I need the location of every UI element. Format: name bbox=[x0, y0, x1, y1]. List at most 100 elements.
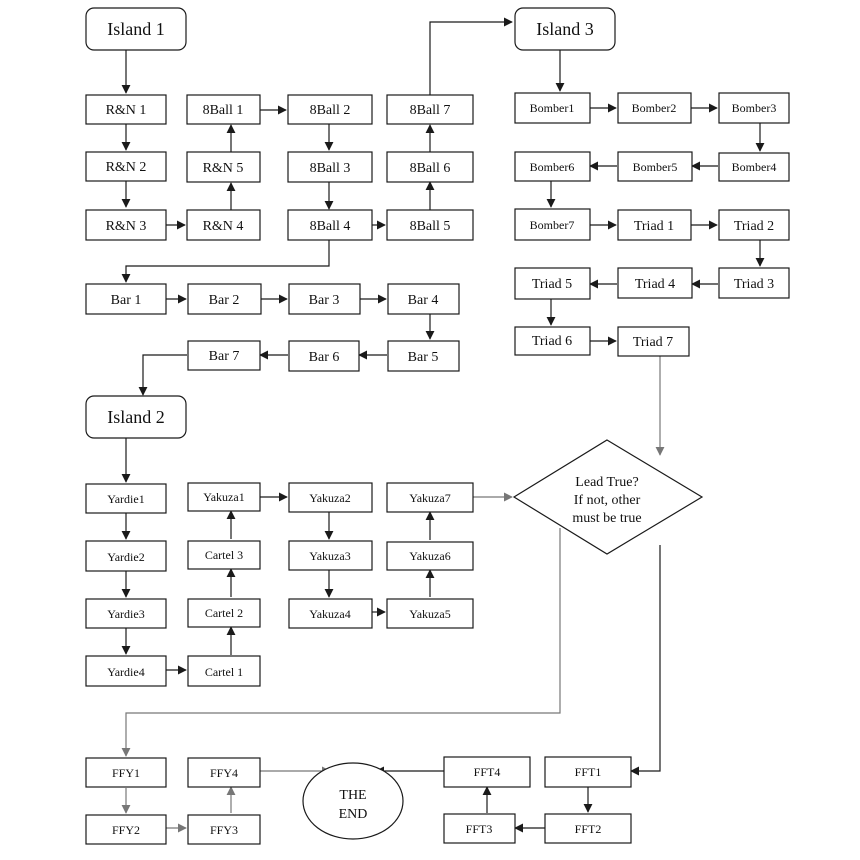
svg-text:THE: THE bbox=[339, 788, 366, 803]
decision-node: Lead True? If not, other must be true bbox=[512, 439, 704, 555]
cartel3-node: Cartel 3 bbox=[187, 540, 261, 570]
triad3-node: Triad 3 bbox=[718, 267, 790, 299]
cartel1-node: Cartel 1 bbox=[187, 655, 261, 687]
svg-text:Yardie1: Yardie1 bbox=[107, 492, 144, 506]
bar1-node: Bar 1 bbox=[85, 283, 167, 315]
svg-text:Bomber4: Bomber4 bbox=[732, 160, 777, 174]
svg-text:Yardie3: Yardie3 bbox=[107, 607, 144, 621]
edge-8ball7-island3 bbox=[429, 17, 513, 95]
rn1-node: R&N 1 bbox=[85, 94, 167, 125]
svg-text:Bar 5: Bar 5 bbox=[408, 350, 439, 365]
yakuza6-node: Yakuza6 bbox=[386, 541, 474, 571]
svg-text:must be true: must be true bbox=[572, 511, 641, 526]
svg-text:Yakuza2: Yakuza2 bbox=[309, 491, 350, 505]
island1-node: Island 1 bbox=[85, 7, 187, 51]
bomber1-node: Bomber1 bbox=[514, 92, 591, 124]
yardie4-node: Yardie4 bbox=[85, 655, 167, 687]
svg-text:Yakuza3: Yakuza3 bbox=[309, 549, 350, 563]
svg-text:Triad 1: Triad 1 bbox=[634, 219, 674, 234]
svg-text:Triad 7: Triad 7 bbox=[633, 335, 673, 350]
triad5-node: Triad 5 bbox=[514, 267, 591, 300]
svg-text:FFT3: FFT3 bbox=[466, 822, 493, 836]
fft2-node: FFT2 bbox=[544, 813, 632, 844]
rn2-node: R&N 2 bbox=[85, 151, 167, 182]
svg-text:Yakuza5: Yakuza5 bbox=[409, 607, 450, 621]
svg-text:8Ball 4: 8Ball 4 bbox=[310, 219, 351, 234]
svg-text:If not, other: If not, other bbox=[574, 493, 641, 508]
yakuza3-node: Yakuza3 bbox=[288, 540, 373, 571]
edge-bar7-island2 bbox=[138, 354, 187, 396]
svg-text:R&N 3: R&N 3 bbox=[106, 219, 147, 234]
ffy4-node: FFY4 bbox=[187, 757, 261, 788]
bomber5-node: Bomber5 bbox=[617, 151, 693, 182]
edge-decision-fft1 bbox=[630, 545, 661, 776]
svg-text:Island 2: Island 2 bbox=[107, 407, 165, 427]
svg-text:FFT2: FFT2 bbox=[575, 822, 602, 836]
connectors bbox=[121, 17, 765, 833]
edge-decision-ffy1 bbox=[121, 528, 561, 757]
yardie2-node: Yardie2 bbox=[85, 540, 167, 572]
svg-text:Triad 4: Triad 4 bbox=[635, 277, 675, 292]
svg-text:FFY3: FFY3 bbox=[210, 823, 238, 837]
svg-text:8Ball 2: 8Ball 2 bbox=[310, 103, 351, 118]
ffy1-node: FFY1 bbox=[85, 757, 167, 788]
svg-text:Island 1: Island 1 bbox=[107, 19, 165, 39]
island2-node: Island 2 bbox=[85, 395, 187, 439]
svg-text:Bar 1: Bar 1 bbox=[111, 293, 142, 308]
svg-text:Triad 6: Triad 6 bbox=[532, 334, 572, 349]
svg-text:8Ball 7: 8Ball 7 bbox=[410, 103, 451, 118]
svg-text:R&N 5: R&N 5 bbox=[203, 161, 244, 176]
triad7-node: Triad 7 bbox=[617, 326, 690, 357]
svg-text:Cartel 2: Cartel 2 bbox=[205, 606, 243, 620]
rn4-node: R&N 4 bbox=[186, 209, 261, 241]
rn5-node: R&N 5 bbox=[186, 151, 261, 183]
svg-text:8Ball 6: 8Ball 6 bbox=[410, 161, 451, 176]
svg-text:Cartel 3: Cartel 3 bbox=[205, 548, 243, 562]
8ball7-node: 8Ball 7 bbox=[386, 94, 474, 125]
triad6-node: Triad 6 bbox=[514, 326, 591, 356]
bar4-node: Bar 4 bbox=[387, 283, 460, 315]
svg-text:Bomber7: Bomber7 bbox=[530, 218, 575, 232]
svg-text:Bomber3: Bomber3 bbox=[732, 101, 777, 115]
edge-8ball4-bar1 bbox=[121, 240, 330, 283]
8ball5-node: 8Ball 5 bbox=[386, 209, 474, 241]
fft3-node: FFT3 bbox=[443, 813, 516, 844]
svg-text:8Ball 3: 8Ball 3 bbox=[310, 161, 351, 176]
8ball6-node: 8Ball 6 bbox=[386, 151, 474, 183]
svg-text:Triad 2: Triad 2 bbox=[734, 219, 774, 234]
svg-text:Bar 2: Bar 2 bbox=[209, 293, 240, 308]
svg-text:Cartel 1: Cartel 1 bbox=[205, 665, 243, 679]
svg-text:Triad 5: Triad 5 bbox=[532, 277, 572, 292]
bar6-node: Bar 6 bbox=[288, 340, 360, 372]
ffy2-node: FFY2 bbox=[85, 814, 167, 845]
fft1-node: FFT1 bbox=[544, 756, 632, 788]
svg-text:Bomber1: Bomber1 bbox=[530, 101, 575, 115]
svg-text:Bomber5: Bomber5 bbox=[633, 160, 678, 174]
8ball1-node: 8Ball 1 bbox=[186, 94, 261, 125]
svg-text:Bar 4: Bar 4 bbox=[408, 293, 439, 308]
svg-text:Lead True?: Lead True? bbox=[575, 475, 638, 490]
svg-text:Bomber6: Bomber6 bbox=[530, 160, 575, 174]
svg-text:R&N 2: R&N 2 bbox=[106, 160, 147, 175]
svg-text:R&N 1: R&N 1 bbox=[106, 103, 147, 118]
svg-text:8Ball 5: 8Ball 5 bbox=[410, 219, 451, 234]
svg-text:Bar 7: Bar 7 bbox=[209, 349, 240, 364]
fft4-node: FFT4 bbox=[443, 756, 531, 788]
bar5-node: Bar 5 bbox=[387, 340, 460, 372]
svg-text:FFT1: FFT1 bbox=[575, 765, 602, 779]
bar2-node: Bar 2 bbox=[187, 283, 262, 315]
svg-text:FFY4: FFY4 bbox=[210, 766, 238, 780]
svg-text:Yardie2: Yardie2 bbox=[107, 550, 144, 564]
svg-text:FFT4: FFT4 bbox=[474, 765, 501, 779]
svg-text:Yakuza6: Yakuza6 bbox=[409, 549, 450, 563]
yakuza7-node: Yakuza7 bbox=[386, 482, 474, 513]
triad1-node: Triad 1 bbox=[617, 209, 692, 241]
svg-text:Bomber2: Bomber2 bbox=[632, 101, 677, 115]
svg-text:R&N 4: R&N 4 bbox=[203, 219, 244, 234]
yakuza1-node: Yakuza1 bbox=[187, 482, 261, 512]
svg-text:Triad 3: Triad 3 bbox=[734, 277, 774, 292]
8ball4-node: 8Ball 4 bbox=[287, 209, 373, 241]
cartel2-node: Cartel 2 bbox=[187, 598, 261, 628]
end-node: THE END bbox=[302, 762, 404, 840]
